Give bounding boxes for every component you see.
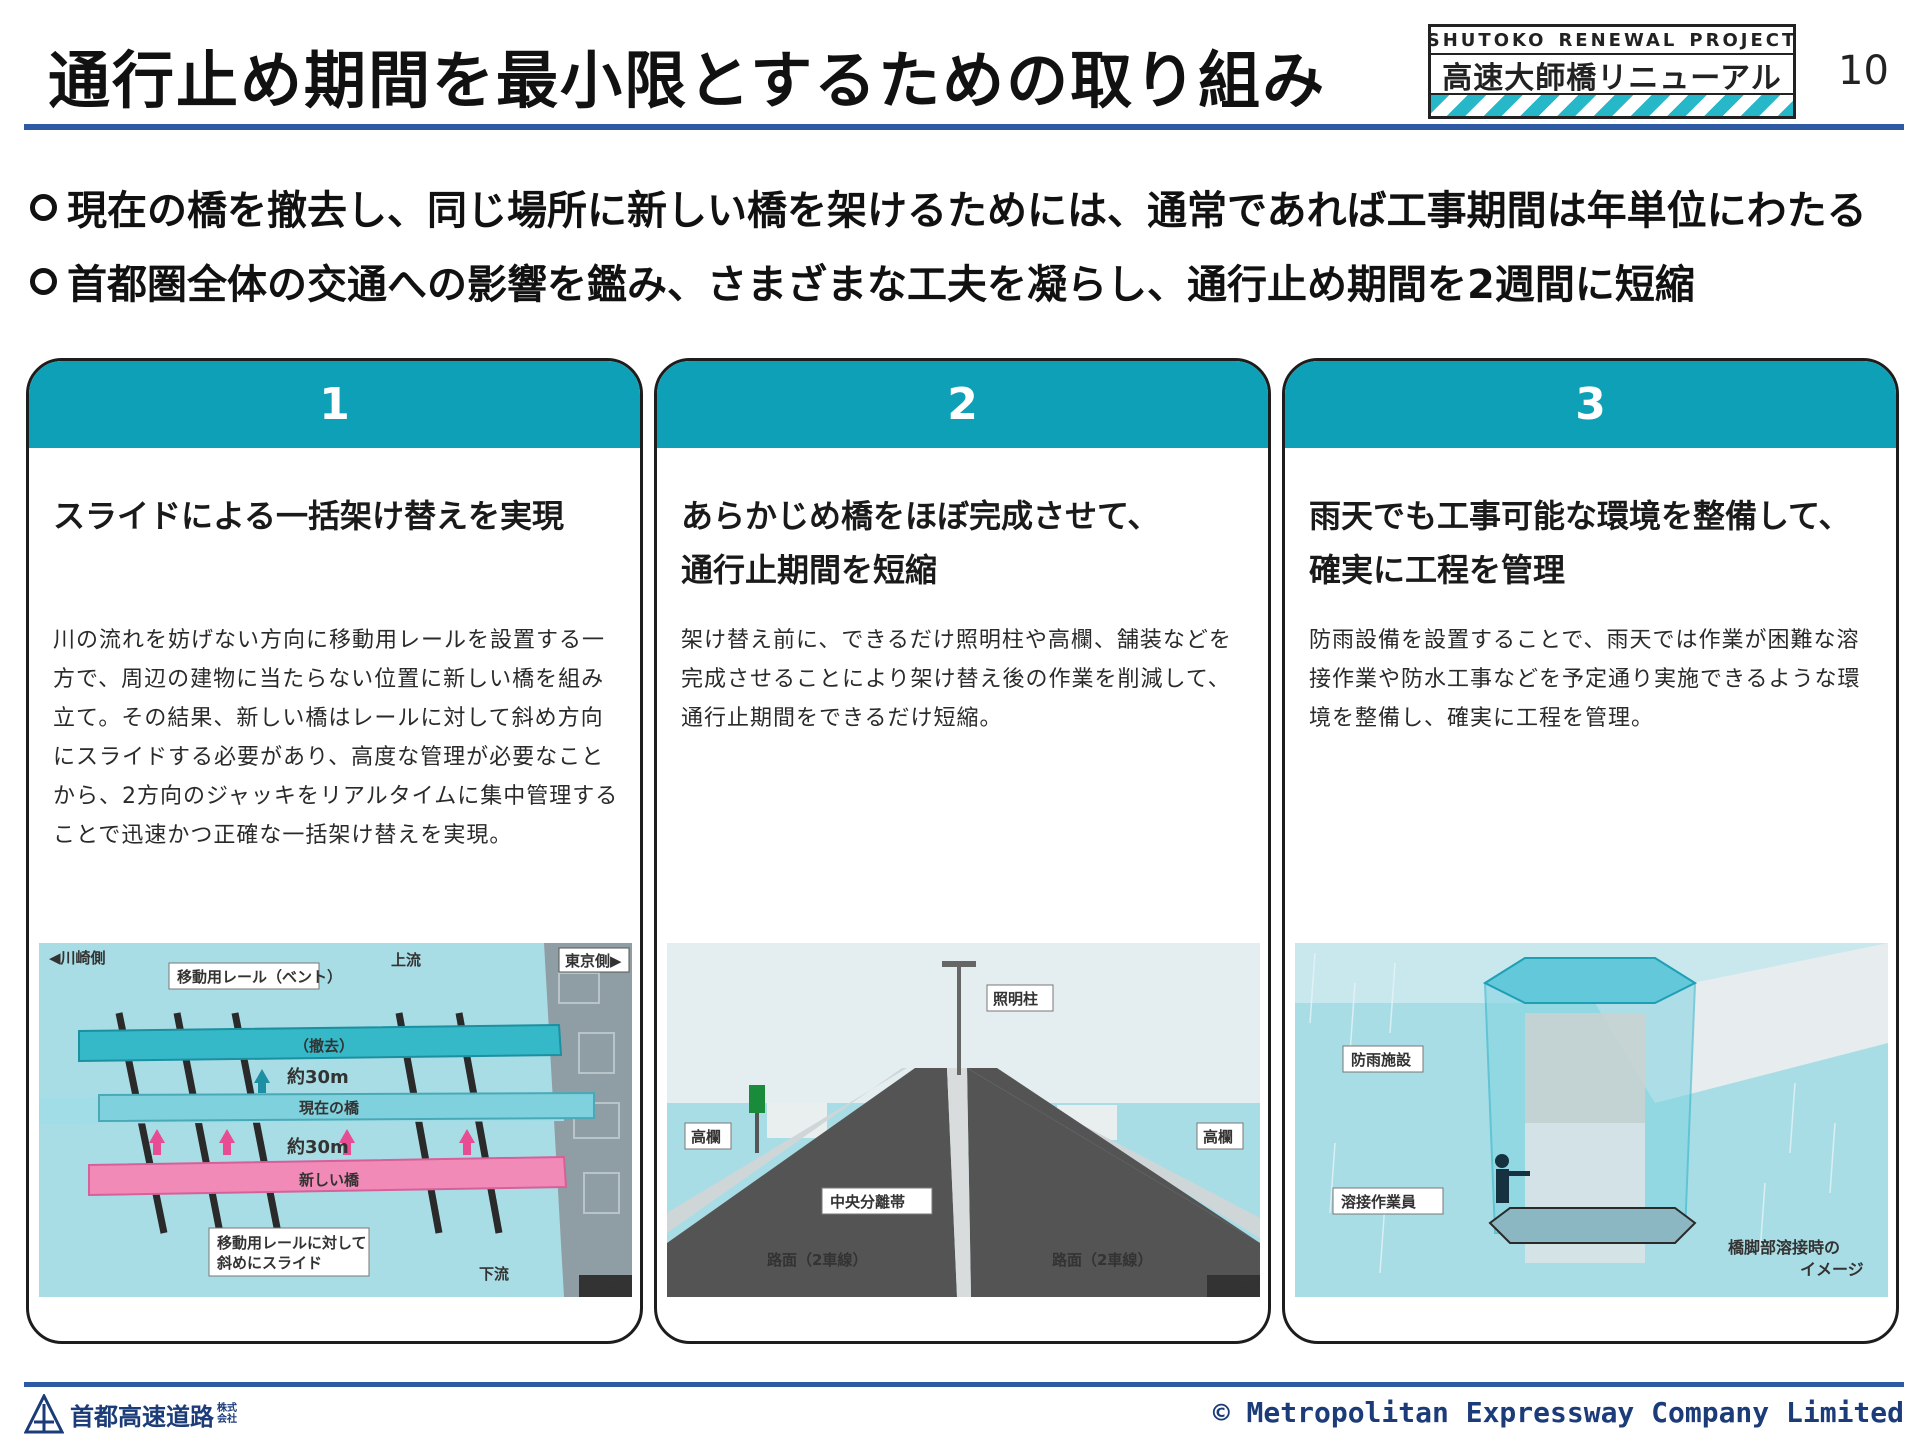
image-tag-1: イメージ — [583, 1280, 631, 1294]
page-number: 10 — [1838, 48, 1889, 94]
copyright-text: © Metropolitan Expressway Company Limite… — [1212, 1396, 1904, 1429]
label-new-bridge: 新しい橋 — [299, 1171, 360, 1189]
label-light-pole: 照明柱 — [993, 990, 1038, 1008]
label-slide-1: 移動用レールに対して — [217, 1234, 367, 1252]
card-3-body: 防雨設備を設置することで、雨天では作業が困難な溶接作業や防水工事などを予定通り実… — [1309, 628, 1861, 731]
footer-divider — [24, 1382, 1904, 1387]
label-road-right: 路面（2車線） — [1052, 1251, 1152, 1269]
card-3-title: 雨天でも工事可能な環境を整備して、 確実に工程を管理 — [1309, 497, 1851, 589]
company-logo: 首都高速道路 株式 会社 — [24, 1394, 237, 1434]
card-2-title: あらかじめ橋をほぼ完成させて、 通行止期間を短縮 — [681, 497, 1160, 589]
card-3-number: 3 — [1285, 361, 1896, 448]
card-3: 3 雨天でも工事可能な環境を整備して、 確実に工程を管理 防雨設備を設置すること… — [1282, 358, 1899, 1344]
header-divider — [24, 124, 1904, 130]
circle-bullet-icon — [30, 267, 57, 295]
company-suffix-2: 会社 — [217, 1414, 237, 1425]
bullet-1: 現在の橋を撤去し、同じ場所に新しい橋を架けるためには、通常であれば工事期間は年単… — [30, 178, 1867, 236]
company-suffix-1: 株式 — [217, 1403, 237, 1414]
label-current-bridge: 現在の橋 — [299, 1099, 360, 1117]
card-1-body: 川の流れを妨げない方向に移動用レールを設置する一方で、周辺の建物に当たらない位置… — [53, 628, 619, 848]
card-3-illustration: 防雨施設 溶接作業員 橋脚部溶接時の イメージ — [1295, 943, 1888, 1297]
image-tag-2: イメージ — [1211, 1280, 1259, 1294]
card-1-number: 1 — [29, 361, 640, 448]
label-upstream: 上流 — [391, 951, 421, 969]
label-median: 中央分離帯 — [830, 1193, 905, 1211]
label-removal: （撤去） — [294, 1037, 354, 1055]
company-name: 首都高速道路 — [70, 1402, 214, 1431]
caption-line-1: 橋脚部溶接時の — [1728, 1238, 1840, 1257]
label-railing-left: 高欄 — [691, 1128, 721, 1146]
company-mark-icon — [24, 1394, 64, 1434]
card-2-number: 2 — [657, 361, 1268, 448]
logo-word-1: SHUTOKO — [1426, 29, 1547, 51]
card-1-title: スライドによる一括架け替えを実現 — [53, 497, 565, 535]
label-railing-right: 高欄 — [1203, 1128, 1233, 1146]
circle-bullet-icon — [30, 193, 57, 221]
page-title: 通行止め期間を最小限とするための取り組み — [48, 44, 1327, 117]
logo-stripes — [1431, 93, 1793, 116]
bullet-2: 首都圏全体の交通への影響を鑑み、さまざまな工夫を凝らし、通行止め期間を2週間に短… — [30, 252, 1695, 310]
card-2: 2 あらかじめ橋をほぼ完成させて、 通行止期間を短縮 架け替え前に、できるだけ照… — [654, 358, 1271, 1344]
logo-word-2: RENEWAL — [1558, 29, 1678, 51]
card-1: 1 スライドによる一括架け替えを実現 川の流れを妨げない方向に移動用レールを設置… — [26, 358, 643, 1344]
logo-main-text: 高速大師橋リニューアル — [1442, 61, 1782, 96]
label-kawasaki: ◀川崎側 — [49, 949, 106, 967]
logo-top-text: SHUTOKO RENEWAL PROJECT — [1427, 27, 1794, 55]
company-suffix: 株式 会社 — [217, 1403, 237, 1425]
card-1-illustration: ◀川崎側 東京側▶ 上流 移動用レール（ベント） （撤去） 約30m 現在の橋 … — [39, 943, 632, 1297]
label-road-left: 路面（2車線） — [767, 1251, 867, 1269]
label-rail: 移動用レール（ベント） — [177, 968, 342, 986]
bullet-text-1: 現在の橋を撤去し、同じ場所に新しい橋を架けるためには、通常であれば工事期間は年単… — [67, 188, 1867, 234]
label-tokyo: 東京側▶ — [565, 952, 622, 970]
card-2-body: 架け替え前に、できるだけ照明柱や高欄、舗装などを完成させることにより架け替え後の… — [681, 628, 1232, 731]
label-welder: 溶接作業員 — [1341, 1193, 1416, 1211]
label-distance-1: 約30m — [287, 1066, 349, 1088]
label-rain-facility: 防雨施設 — [1351, 1051, 1412, 1069]
caption-line-2: イメージ — [1800, 1260, 1864, 1279]
label-slide-2: 斜めにスライド — [216, 1254, 322, 1272]
project-logo: SHUTOKO RENEWAL PROJECT 高速大師橋リニューアル — [1427, 24, 1796, 119]
logo-word-3: PROJECT — [1689, 29, 1798, 51]
bullet-text-2: 首都圏全体の交通への影響を鑑み、さまざまな工夫を凝らし、通行止め期間を2週間に短… — [67, 262, 1695, 308]
card-2-illustration: 照明柱 高欄 高欄 中央分離帯 路面（2車線） 路面（2車線） イメージ — [667, 943, 1260, 1297]
label-distance-2: 約30m — [287, 1136, 349, 1158]
label-downstream: 下流 — [479, 1265, 509, 1283]
